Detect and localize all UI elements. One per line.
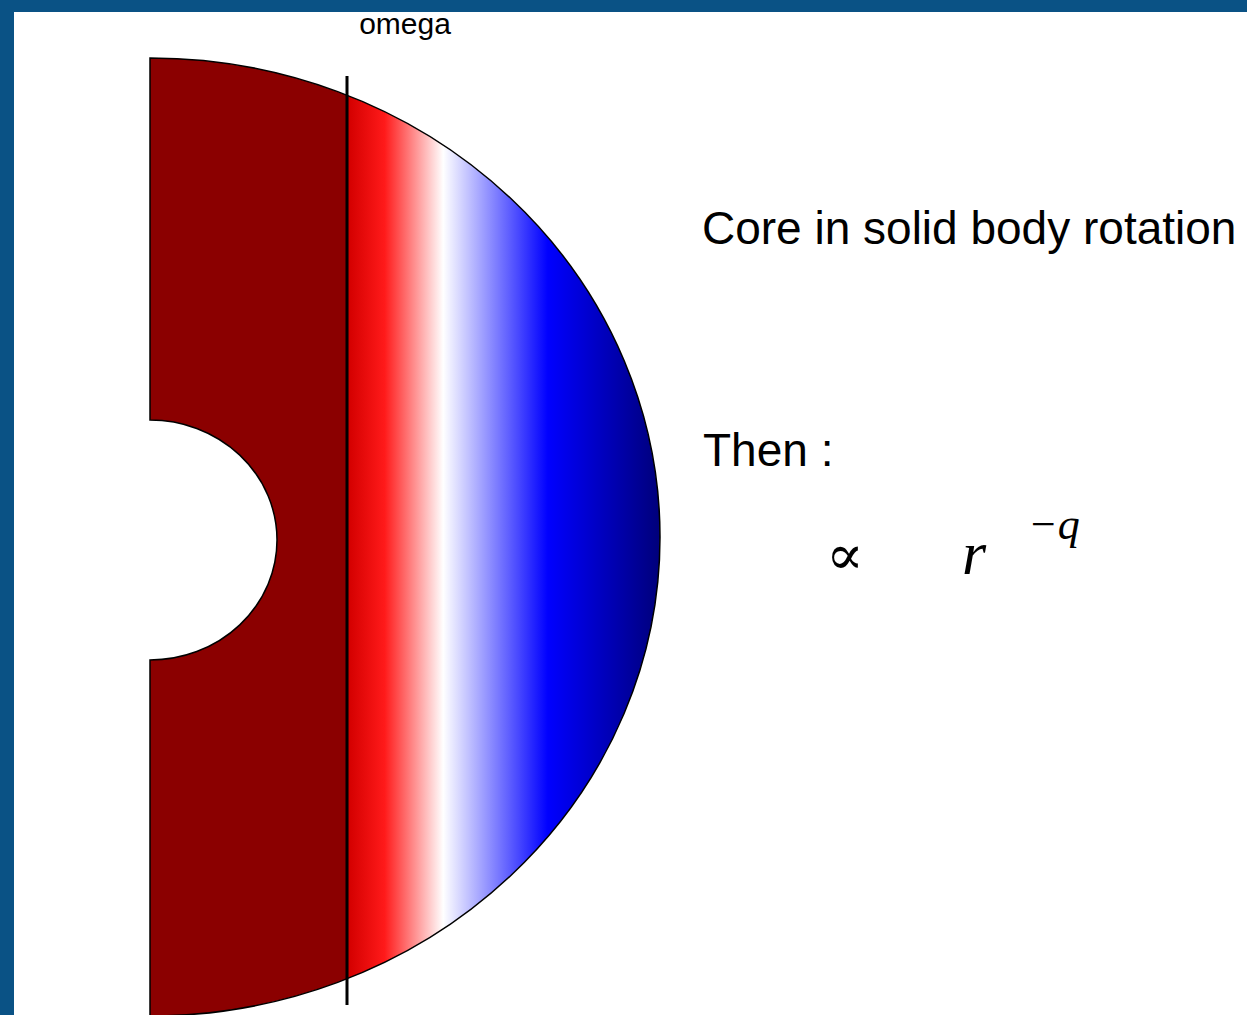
shell-half xyxy=(150,58,660,1015)
math-variable: r xyxy=(962,518,1022,588)
math-exponent: −q xyxy=(1028,500,1138,550)
note-text: Then : xyxy=(703,420,1003,480)
note-text: Core in solid body rotation xyxy=(702,190,1242,266)
math-symbol: ∝ xyxy=(826,520,896,590)
axis-label: omega xyxy=(330,6,480,42)
rotation-axis-line xyxy=(346,76,349,1005)
